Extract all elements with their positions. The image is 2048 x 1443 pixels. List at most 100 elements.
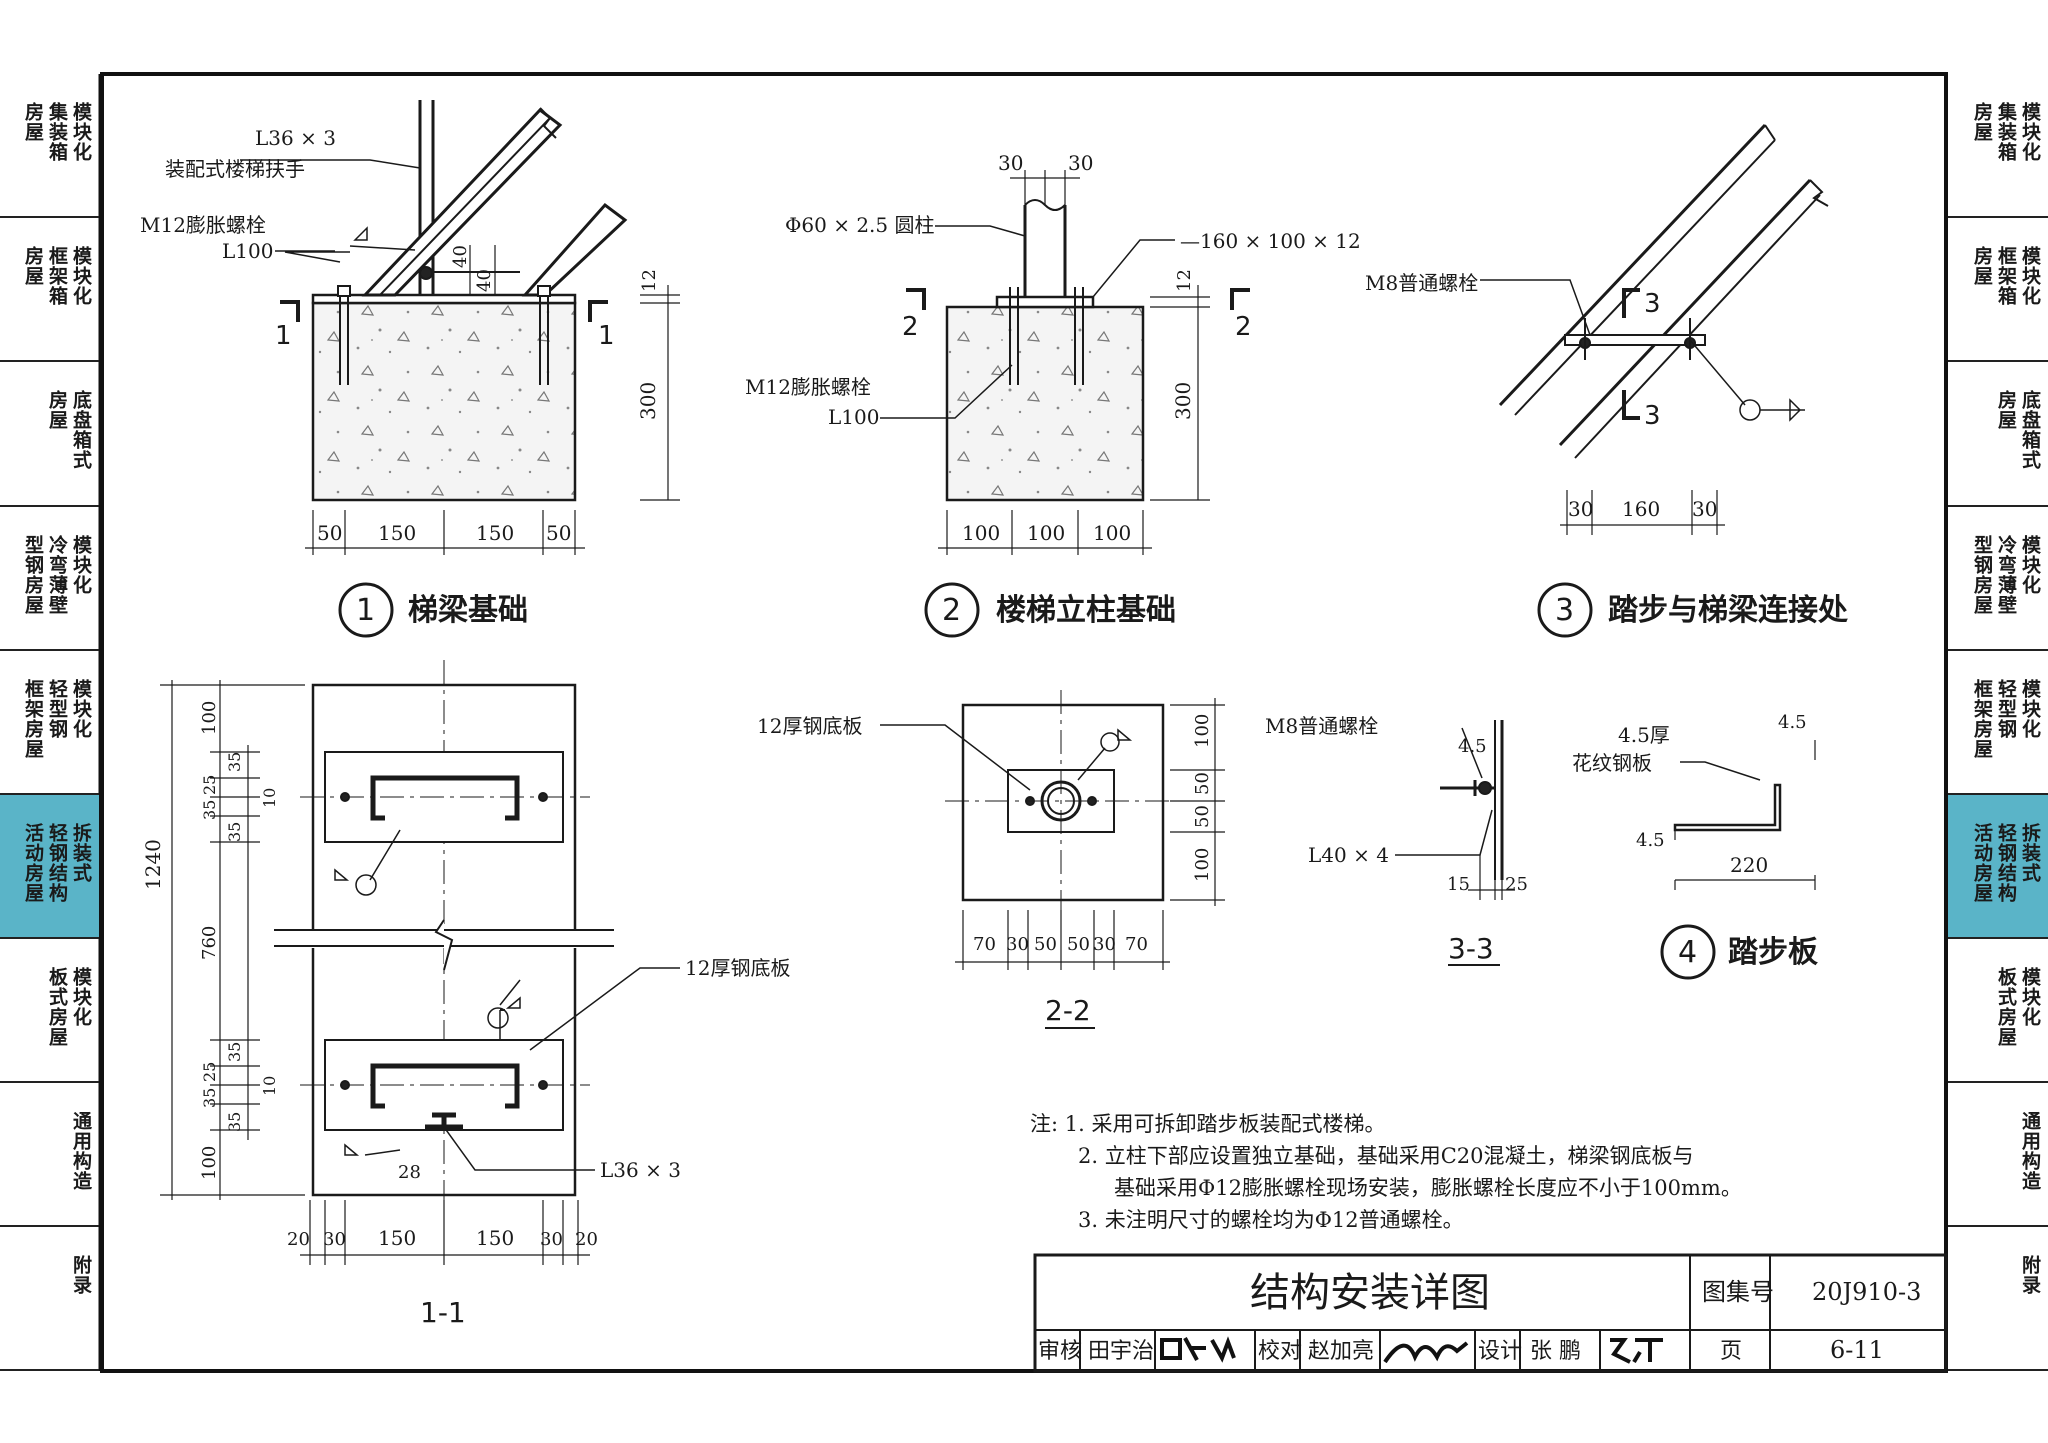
right-tab-2[interactable]: 模块化 框架箱 房屋 <box>1948 218 2048 362</box>
d2-dim-t2: 30 <box>1068 151 1093 175</box>
d4-number: 4 <box>1678 935 1697 970</box>
s11-dim-b6: 20 <box>575 1229 598 1250</box>
left-tab-label: 模块化 板式房屋 <box>46 967 92 1047</box>
s11-dim-760: 760 <box>199 926 220 960</box>
d2-dim-12: 12 <box>1174 269 1195 292</box>
right-tab-8[interactable]: 通用构造 <box>1948 1083 2048 1227</box>
atlas-number: 20J910-3 <box>1812 1278 1921 1306</box>
left-tab-label: 模块化 冷弯薄壁 型钢房屋 <box>22 535 92 615</box>
right-tab-label: 通用构造 <box>2019 1111 2041 1191</box>
page-label: 页 <box>1720 1339 1742 1364</box>
detail-1-stair-beam-foundation <box>240 100 680 638</box>
d4-plate-label-2: 花纹钢板 <box>1572 751 1652 775</box>
right-tab-5[interactable]: 模块化 轻型钢 框架房屋 <box>1948 651 2048 795</box>
notes-block: 注: 1. 采用可拆卸踏步板装配式楼梯。 2. 立柱下部应设置独立基础，基础采用… <box>1030 1108 1742 1236</box>
right-tab-label: 模块化 冷弯薄壁 型钢房屋 <box>1971 535 2041 615</box>
left-tab-label: 通用构造 <box>70 1111 92 1191</box>
d1-section-mark-left: 1 <box>275 321 292 351</box>
s11-dim-b5: 30 <box>540 1229 563 1250</box>
d1-number: 1 <box>356 593 375 628</box>
left-tab-9[interactable]: 附录 <box>0 1227 99 1371</box>
review-label: 审核 <box>1038 1339 1082 1364</box>
atlas-label: 图集号 <box>1702 1278 1774 1306</box>
left-tab-6[interactable]: 拆装式 轻钢结构 活动房屋 <box>0 795 99 939</box>
note-2: 2. 立柱下部应设置独立基础，基础采用C20混凝土，梯梁钢底板与 <box>1078 1144 1694 1168</box>
s11-dim-35d: 35 <box>225 1042 244 1062</box>
s11-dim-1240: 1240 <box>141 839 165 890</box>
right-tab-9[interactable]: 附录 <box>1948 1227 2048 1371</box>
concrete-footing <box>945 305 1145 502</box>
right-tab-label: 底盘箱式 房屋 <box>1995 390 2041 470</box>
d1-dim-b1: 50 <box>317 521 342 545</box>
left-tab-7[interactable]: 模块化 板式房屋 <box>0 939 99 1083</box>
right-tab-4[interactable]: 模块化 冷弯薄壁 型钢房屋 <box>1948 507 2048 651</box>
note-2-cont: 基础采用Φ12膨胀螺栓现场安装，膨胀螺栓长度应不小于100mm。 <box>1114 1176 1742 1200</box>
d1-dim-b3: 150 <box>476 521 514 545</box>
post-base-plate <box>995 295 1095 309</box>
right-tab-1[interactable]: 模块化 集装箱 房屋 <box>1948 74 2048 218</box>
s11-plate-label: 12厚钢底板 <box>685 956 790 980</box>
d3-title: 踏步与梯梁连接处 <box>1608 593 1848 628</box>
s11-dim-10b: 10 <box>260 1076 279 1096</box>
d2-section-mark-right: 2 <box>1235 312 1252 342</box>
s22-dim-b2: 30 <box>1006 934 1029 955</box>
d2-title: 楼梯立柱基础 <box>996 593 1176 628</box>
right-tab-label: 模块化 集装箱 房屋 <box>1971 102 2041 162</box>
left-tab-label: 模块化 集装箱 房屋 <box>22 102 92 162</box>
s22-dim-v1: 100 <box>1192 714 1213 748</box>
s11-dim-35a: 35 <box>225 752 244 772</box>
s11-dim-25a: 25 <box>200 775 219 795</box>
s33-angle-label: L40 × 4 <box>1308 843 1389 867</box>
section-1-1-plan <box>160 660 680 1265</box>
d1-dim-40b: 40 <box>474 269 495 292</box>
s11-dim-25b: 25 <box>200 1062 219 1082</box>
s22-dim-b6: 70 <box>1125 934 1148 955</box>
section-3-3 <box>1395 720 1515 966</box>
signature-designer <box>1610 1338 1663 1364</box>
left-tab-label: 附录 <box>70 1255 92 1295</box>
left-tab-label: 底盘箱式 房屋 <box>46 390 92 470</box>
page-number: 6-11 <box>1830 1336 1884 1364</box>
s11-dim-35e: 35 <box>200 1088 219 1108</box>
right-tab-6[interactable]: 拆装式 轻钢结构 活动房屋 <box>1948 795 2048 939</box>
s11-dim-35b: 35 <box>200 800 219 820</box>
right-tab-label: 模块化 框架箱 房屋 <box>1971 246 2041 306</box>
d2-dim-t1: 30 <box>998 151 1023 175</box>
left-tab-3[interactable]: 底盘箱式 房屋 <box>0 362 99 507</box>
detail-4-tread-plate <box>1660 740 1816 980</box>
s11-dim-100a: 100 <box>199 701 220 735</box>
s22-dim-v4: 100 <box>1192 848 1213 882</box>
s22-dim-v3: 50 <box>1192 805 1213 828</box>
left-tab-5[interactable]: 模块化 轻型钢 框架房屋 <box>0 651 99 795</box>
left-tab-2[interactable]: 模块化 框架箱 房屋 <box>0 218 99 362</box>
designer-name: 张 鹏 <box>1530 1339 1581 1364</box>
left-tab-4[interactable]: 模块化 冷弯薄壁 型钢房屋 <box>0 507 99 651</box>
d3-section-mark-top: 3 <box>1644 289 1661 319</box>
d1-dim-b4: 50 <box>546 521 571 545</box>
d4-dim-220: 220 <box>1730 853 1768 877</box>
right-tab-7[interactable]: 模块化 板式房屋 <box>1948 939 2048 1083</box>
s11-dim-b4: 150 <box>476 1226 514 1250</box>
s11-dim-100b: 100 <box>199 1146 220 1180</box>
design-label: 设计 <box>1478 1339 1522 1364</box>
left-tab-1[interactable]: 模块化 集装箱 房屋 <box>0 74 99 218</box>
d4-dim-45a: 4.5 <box>1778 712 1807 733</box>
d1-dim-12: 12 <box>639 269 660 292</box>
s22-dim-b5: 30 <box>1093 934 1116 955</box>
left-tab-label: 拆装式 轻钢结构 活动房屋 <box>22 823 92 903</box>
concrete-footing <box>311 301 577 502</box>
s33-dim-b1: 15 <box>1447 874 1470 895</box>
s33-bolt-label: M8普通螺栓 <box>1265 714 1378 738</box>
check-label: 校对 <box>1258 1339 1302 1364</box>
s11-dim-35f: 35 <box>225 1112 244 1132</box>
right-tab-3[interactable]: 底盘箱式 房屋 <box>1948 362 2048 507</box>
left-tab-8[interactable]: 通用构造 <box>0 1083 99 1227</box>
d2-dim-300: 300 <box>1171 382 1195 420</box>
d1-section-mark-right: 1 <box>598 321 615 351</box>
note-3: 3. 未注明尺寸的螺栓均为Φ12普通螺栓。 <box>1078 1208 1464 1232</box>
s33-dim-b2: 25 <box>1505 874 1528 895</box>
d1-dim-b2: 150 <box>378 521 416 545</box>
left-tab-label: 模块化 轻型钢 框架房屋 <box>22 679 92 759</box>
s22-dim-b1: 70 <box>973 934 996 955</box>
